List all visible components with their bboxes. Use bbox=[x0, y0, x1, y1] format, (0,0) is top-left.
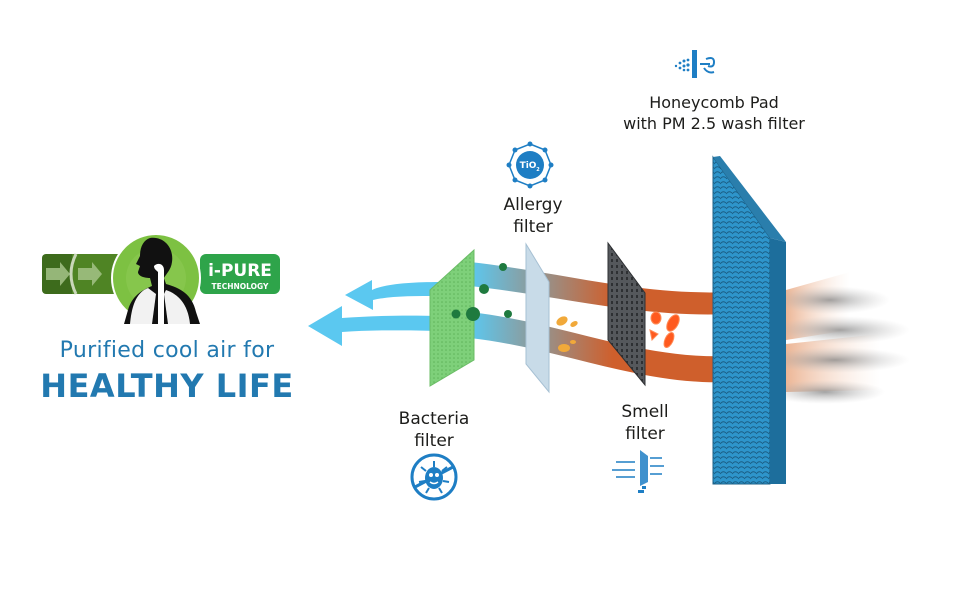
i-pure-logo: i-PURE TECHNOLOGY bbox=[42, 233, 280, 324]
bacteria-label-line2: filter bbox=[414, 431, 454, 451]
airflow-band-upper bbox=[470, 262, 730, 315]
tagline: Purified cool air for HEALTHY LIFE bbox=[22, 336, 312, 406]
human-respiratory-icon bbox=[124, 237, 200, 324]
logo-arc-divider bbox=[69, 253, 78, 295]
clean-air-arrow-lower bbox=[308, 306, 440, 346]
allergy-label-line2: filter bbox=[513, 217, 553, 237]
smell-label-line2: filter bbox=[625, 424, 665, 444]
honeycomb-pad bbox=[712, 155, 786, 485]
dust-particles bbox=[451, 263, 512, 321]
tagline-line1: Purified cool air for bbox=[59, 338, 275, 363]
honeycomb-label-line1: Honeycomb Pad bbox=[649, 93, 779, 112]
wash-spray-icon bbox=[674, 50, 716, 78]
airflow-band-lower bbox=[470, 312, 730, 383]
smoke-cloud bbox=[760, 347, 910, 373]
svg-text:TiO: TiO bbox=[520, 161, 537, 171]
bacteria-label-line1: Bacteria bbox=[399, 409, 470, 429]
smoke-cloud bbox=[770, 286, 890, 314]
logo-brand-text: i-PURE bbox=[208, 261, 272, 281]
smell-filter-panel bbox=[607, 241, 646, 387]
tagline-line2: HEALTHY LIFE bbox=[40, 367, 294, 405]
honeycomb-label-line2: with PM 2.5 wash filter bbox=[623, 114, 805, 133]
dirty-air-inflow bbox=[760, 272, 910, 404]
no-bacteria-icon bbox=[410, 453, 458, 501]
smoke-cloud bbox=[765, 380, 885, 404]
logo-badge bbox=[200, 254, 280, 294]
tio2-icon: TiO 2 bbox=[506, 141, 554, 189]
odor-particles bbox=[649, 311, 680, 348]
smell-label-line1: Smell bbox=[621, 402, 668, 422]
logo-sub-text: TECHNOLOGY bbox=[212, 282, 270, 291]
svg-text:2: 2 bbox=[536, 167, 540, 173]
allergy-label-line1: Allergy bbox=[503, 195, 562, 215]
clean-air-arrow-upper bbox=[345, 280, 440, 310]
bacteria-filter-panel bbox=[429, 248, 475, 387]
smoke-cloud bbox=[770, 316, 910, 344]
arrow-icon bbox=[46, 262, 102, 286]
allergen-particles bbox=[556, 316, 578, 352]
airflow-mesh-icon bbox=[612, 450, 664, 493]
allergy-filter-panel bbox=[525, 242, 550, 394]
